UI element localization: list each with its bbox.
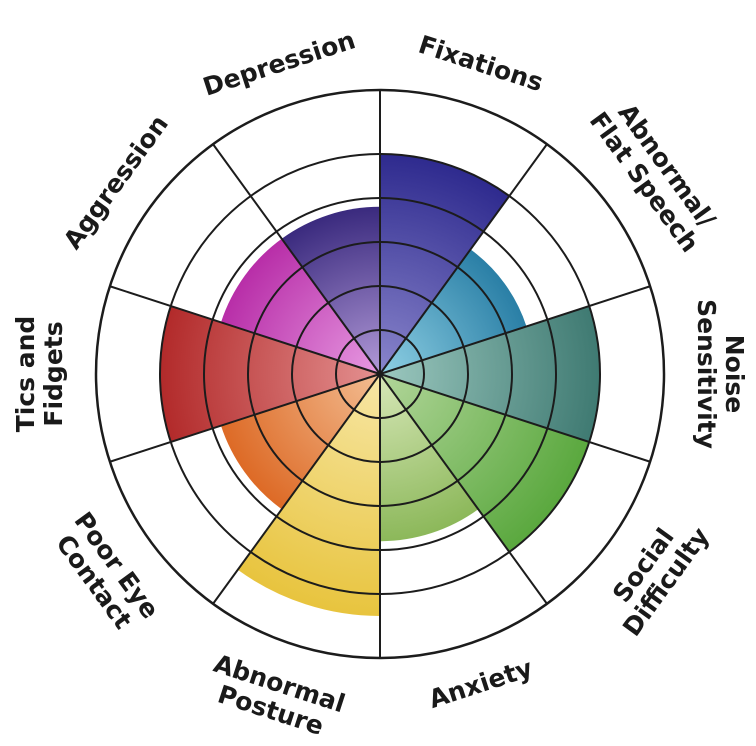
label-social-difficulty: SocialDifficulty: [594, 506, 715, 642]
grid-layer: [94, 88, 666, 660]
wedge-poor-eye-contact: [220, 374, 380, 510]
label-fixations: Fixations: [415, 30, 547, 97]
spoke-line: [212, 143, 381, 375]
label-line: Fidgets: [39, 321, 68, 426]
label-line: Anxiety: [425, 653, 536, 714]
label-noise-sensitivity: NoiseSensitivity: [692, 299, 749, 449]
spoke-line: [109, 285, 381, 375]
spoke-line: [109, 373, 381, 463]
spoke-line: [212, 373, 381, 605]
wedges-layer: [160, 154, 600, 616]
label-line: Sensitivity: [692, 299, 721, 449]
label-line: Aggression: [58, 110, 174, 255]
wedge-anxiety: [380, 374, 479, 542]
wedge-abnormal-flat-speech: [380, 249, 527, 374]
label-anxiety: Anxiety: [425, 653, 536, 714]
spoke-line: [379, 373, 651, 463]
wedge-abnormal-posture: [237, 374, 380, 616]
wedge-depression: [281, 206, 380, 374]
label-line: Fixations: [415, 30, 547, 97]
wedge-social-difficulty: [380, 374, 590, 552]
label-line: Depression: [199, 25, 358, 101]
label-line: Noise: [720, 335, 749, 414]
spoke-line: [379, 285, 651, 375]
spoke-line: [379, 143, 548, 375]
label-poor-eye-contact: Poor EyeContact: [46, 507, 165, 641]
spoke-line: [379, 373, 548, 605]
label-aggression: Aggression: [58, 110, 174, 255]
wedge-fixations: [380, 154, 510, 374]
label-depression: Depression: [199, 25, 358, 101]
label-line: Tics and: [11, 316, 40, 433]
wedge-tics-and-fidgets: [160, 306, 380, 442]
label-abnormal-posture: AbnormalPosture: [202, 649, 349, 745]
wedge-noise-sensitivity: [380, 306, 600, 442]
label-abnormal-flat-speech: Abnormal/Flat Speech: [584, 90, 727, 257]
wedge-aggression: [220, 238, 380, 374]
label-tics-and-fidgets: Tics andFidgets: [11, 316, 68, 433]
